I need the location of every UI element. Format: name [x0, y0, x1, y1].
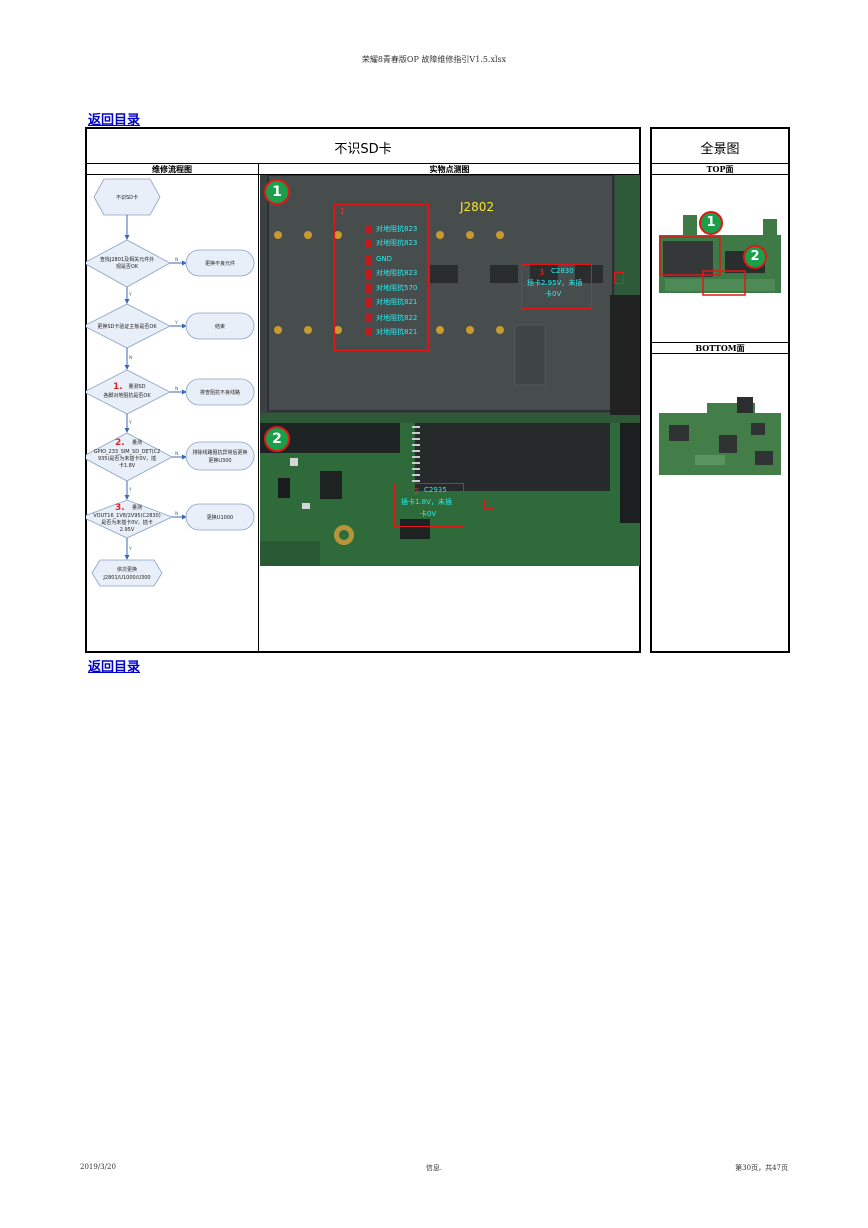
top-side-label: TOP面	[706, 164, 734, 174]
flow-action-2-text: 结束	[215, 323, 225, 330]
divider	[651, 163, 789, 164]
flow-decision-1-text-b: 观是否OK	[116, 264, 139, 270]
flow-decision-5-text-b: VOUT16_1V8/2V95(C2830)	[93, 513, 160, 519]
yes-label: Y	[128, 487, 132, 493]
c2935-value-a: 插卡1.8V，未插	[401, 498, 452, 506]
c2830-box	[521, 264, 592, 309]
yes-label: Y	[128, 420, 132, 426]
top-marker-1-badge: 1	[699, 211, 723, 235]
flow-decision-4-text-d: 卡1.8V	[119, 462, 136, 469]
step-number-1: 1.	[113, 382, 123, 392]
flow-action-4	[185, 441, 255, 471]
pin-label-5: 对地阻抗570	[376, 284, 418, 292]
flow-start-text: 不识SD卡	[116, 194, 138, 201]
pin-label-6: 对地阻抗821	[376, 298, 418, 306]
flow-decision-5-text-a: 量测	[132, 504, 142, 511]
flow-action-5-text: 更换U1000	[207, 514, 233, 521]
divider	[651, 353, 789, 354]
yes-label: Y	[128, 546, 132, 552]
pin-measure-box	[334, 204, 429, 351]
top-marker-2-badge: 2	[743, 245, 767, 269]
pin-label-7: 对地阻抗822	[376, 314, 418, 322]
c2830-ref: C2830	[551, 267, 574, 275]
back-to-toc-link-top[interactable]: 返回目录	[88, 113, 141, 128]
no-label: N	[175, 386, 178, 392]
board-area-drawing	[260, 423, 640, 566]
bottom-side-drawing	[659, 397, 781, 475]
no-label: N	[175, 511, 178, 517]
sd-socket-drawing	[260, 175, 640, 423]
footer-center: 信息.	[425, 1164, 443, 1172]
flow-end-shape	[91, 559, 163, 587]
c2830-step-number: 3	[539, 268, 545, 277]
flow-decision-3-text-a: 量测SD	[128, 383, 145, 390]
yes-label: Y	[174, 320, 178, 326]
flow-action-2	[185, 312, 255, 340]
flow-decision-4-text-c: 935)是否为未插卡0V，插	[98, 455, 156, 462]
overview-title: 全景图	[700, 142, 740, 157]
step-number-2: 2.	[115, 438, 125, 448]
c2935-value-b: 卡0V	[420, 510, 437, 518]
flow-decision-5-text-d: 2.95V	[120, 527, 135, 533]
flowchart-column-header: 维修流程图	[152, 164, 192, 174]
main-panel	[85, 127, 641, 653]
footer-date: 2019/3/20	[80, 1163, 116, 1171]
c2830-value-b: 卡0V	[545, 290, 562, 298]
flow-decision-2-text: 更换SD卡验证主板是否OK	[97, 323, 157, 330]
top-side-drawing	[659, 215, 781, 296]
bottom-side-photo	[655, 395, 785, 480]
flow-action-5	[185, 503, 255, 531]
panel-title: 不识SD卡	[334, 142, 392, 157]
pin-label-2: 对地阻抗823	[376, 239, 418, 247]
pin-label-4: 对地阻抗823	[376, 269, 418, 277]
footer-page-number: 第30页，共47页	[735, 1164, 788, 1172]
back-to-toc-link-bottom[interactable]: 返回目录	[88, 660, 141, 675]
c2935-box	[394, 483, 464, 527]
flow-end-text-a: 依次更换	[117, 566, 137, 573]
flow-decision-3	[86, 369, 171, 415]
no-label: N	[175, 257, 178, 263]
flow-action-1	[185, 249, 255, 277]
flow-decision-1-text-a: 查找J2801及相关元件外	[100, 256, 154, 263]
flow-decision-5-text-c: 是否为未插卡0V，插卡	[101, 519, 153, 526]
flow-action-4-text-a: 排除线路阻抗异常后更换	[192, 449, 247, 456]
top-side-photo: 1 2	[655, 205, 785, 300]
pin-box-number: 1	[340, 207, 346, 216]
no-label: N	[129, 355, 132, 361]
step-number-3: 3.	[115, 503, 125, 513]
flow-decision-3-text-b: 各脚对地阻抗是否OK	[103, 392, 151, 399]
divider	[86, 163, 640, 164]
marker-2-badge: 2	[264, 426, 290, 452]
divider	[651, 342, 789, 343]
divider	[258, 163, 259, 652]
c2935-ref: C2935	[424, 486, 447, 494]
c2935-part-box	[484, 499, 494, 509]
marker-1-badge: 1	[264, 179, 290, 205]
flow-action-3	[185, 378, 255, 406]
bottom-side-label: BOTTOM面	[695, 343, 745, 353]
c2935-step-number: 2	[414, 487, 420, 496]
pin-label-3: GND	[376, 255, 393, 263]
pin-label-1: 对地阻抗823	[376, 225, 418, 233]
sd-socket-photo: 1 J2802 1 对地阻抗823 对地阻抗823 GND 对地阻抗823 对地…	[260, 175, 640, 423]
flow-action-3-text: 排查阻抗不良线路	[200, 389, 240, 396]
flow-action-4-text-b: 更换U300	[208, 457, 231, 464]
connector-ref-label: J2802	[460, 200, 495, 214]
divider	[651, 174, 789, 175]
flow-end-text-b: J2801/U1000/U300	[102, 575, 150, 581]
c2830-part-box	[614, 272, 624, 284]
file-title: 荣耀8青春版OP 故障维修指引V1.5.xlsx	[361, 55, 507, 64]
repair-flowchart: 不识SD卡 查找J2801及相关元件外 观是否OK N 更换不良元件 Y 更换S…	[86, 178, 255, 587]
photo-column-header: 实物点测图	[429, 164, 470, 174]
board-area-photo: 2 2 C2935 插卡1.8V，未插 卡0V	[260, 423, 640, 566]
flow-action-1-text: 更换不良元件	[205, 260, 235, 267]
yes-label: Y	[128, 292, 132, 298]
pin-label-8: 对地阻抗821	[376, 328, 418, 336]
flow-start-shape	[93, 178, 161, 216]
no-label: N	[175, 451, 178, 457]
flow-decision-4-text-b: GPIO_233_SIM_SD_DET(C2	[94, 449, 161, 455]
overview-panel	[650, 127, 790, 653]
c2830-value-a: 插卡2.95V，未插	[527, 279, 583, 287]
flow-decision-4-text-a: 量测	[132, 439, 142, 446]
